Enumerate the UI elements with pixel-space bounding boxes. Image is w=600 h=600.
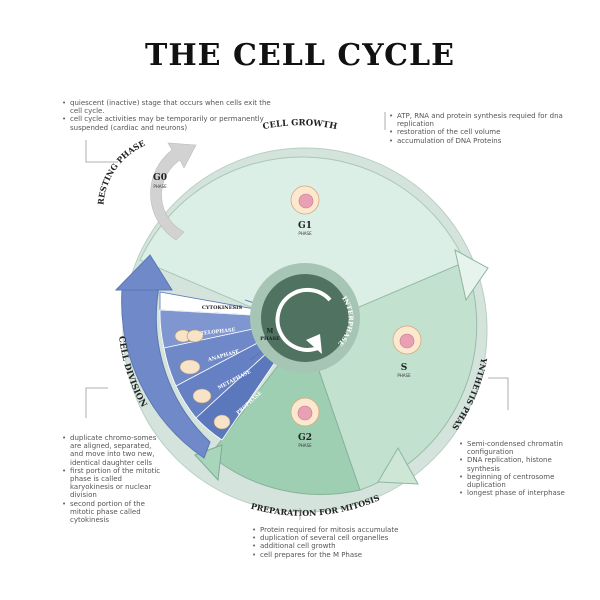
m-sub: PHASE — [260, 336, 280, 342]
growth-note-item: accumulation of DNA Proteins — [389, 137, 567, 145]
division-note-item: second portion of the mitotic phase call… — [62, 500, 166, 525]
preparation-note-item: cell prepares for the M Phase — [252, 551, 450, 559]
growth-note-item: restoration of the cell volume — [389, 128, 567, 136]
s-cell — [392, 325, 422, 355]
growth-notes: ATP, RNA and protein synthesis requied f… — [385, 112, 567, 145]
resting-note-item: quiescent (inactive) stage that occurs w… — [62, 99, 280, 115]
s-arrow — [377, 446, 419, 485]
interphase-loop-arrow — [275, 287, 332, 352]
stage-label-telophase: TELOPHASE — [200, 327, 236, 337]
g2-name: G2 — [298, 433, 312, 443]
growth-note-item: ATP, RNA and protein synthesis requied f… — [389, 112, 567, 128]
division-note-item: first portion of the mitotic phase is ca… — [62, 467, 166, 500]
g1-arrow — [454, 249, 489, 302]
resting-notes: quiescent (inactive) stage that occurs w… — [58, 99, 280, 132]
g2-sub: PHASE — [298, 443, 312, 448]
synthesis-notes: Semi-condensed chromatin configuration D… — [455, 440, 579, 498]
synthesis-note-item: Semi-condensed chromatin configuration — [459, 440, 579, 456]
s-name: S — [401, 363, 408, 373]
preparation-note-item: duplication of several cell organelles — [252, 534, 450, 542]
g0-name: G0 — [153, 173, 167, 183]
leader-lines — [85, 112, 509, 520]
resting-note-item: cell cycle activities may be temporarily… — [62, 115, 280, 131]
g1-name: G1 — [298, 221, 312, 231]
synthesis-note-item: longest phase of interphase — [459, 489, 579, 497]
resting-arrow — [150, 142, 197, 241]
preparation-notes: Protein required for mitosis accumulate … — [248, 526, 450, 559]
s-sub: PHASE — [397, 373, 411, 378]
division-note-item: duplicate chromo-somes are aligned, sepa… — [62, 434, 166, 467]
division-arrow — [114, 254, 173, 291]
stage-cells — [174, 329, 231, 430]
stage-label-cytokinesis: CYTOKINESIS — [202, 305, 243, 311]
preparation-note-item: Protein required for mitosis accumulate — [252, 526, 450, 534]
g2-cell — [290, 397, 320, 427]
synthesis-note-item: DNA replication, histone synthesis — [459, 456, 579, 472]
g0-sub: PHASE — [153, 184, 167, 189]
m-name: M — [267, 328, 274, 335]
g1-sector — [139, 156, 466, 331]
preparation-note-item: additional cell growth — [252, 542, 450, 550]
g1-cell — [290, 185, 320, 215]
division-notes: duplicate chromo-somes are aligned, sepa… — [58, 434, 166, 524]
label-resting-phase: RESTING PHASE — [95, 138, 146, 205]
label-cell-growth: CELL GROWTH — [262, 118, 338, 132]
interphase-arrow-head — [306, 334, 322, 354]
g1-sub: PHASE — [298, 231, 312, 236]
page-title: THE CELL CYCLE — [145, 38, 455, 73]
synthesis-note-item: beginning of centrosome duplication — [459, 473, 579, 489]
division-band — [121, 281, 211, 459]
